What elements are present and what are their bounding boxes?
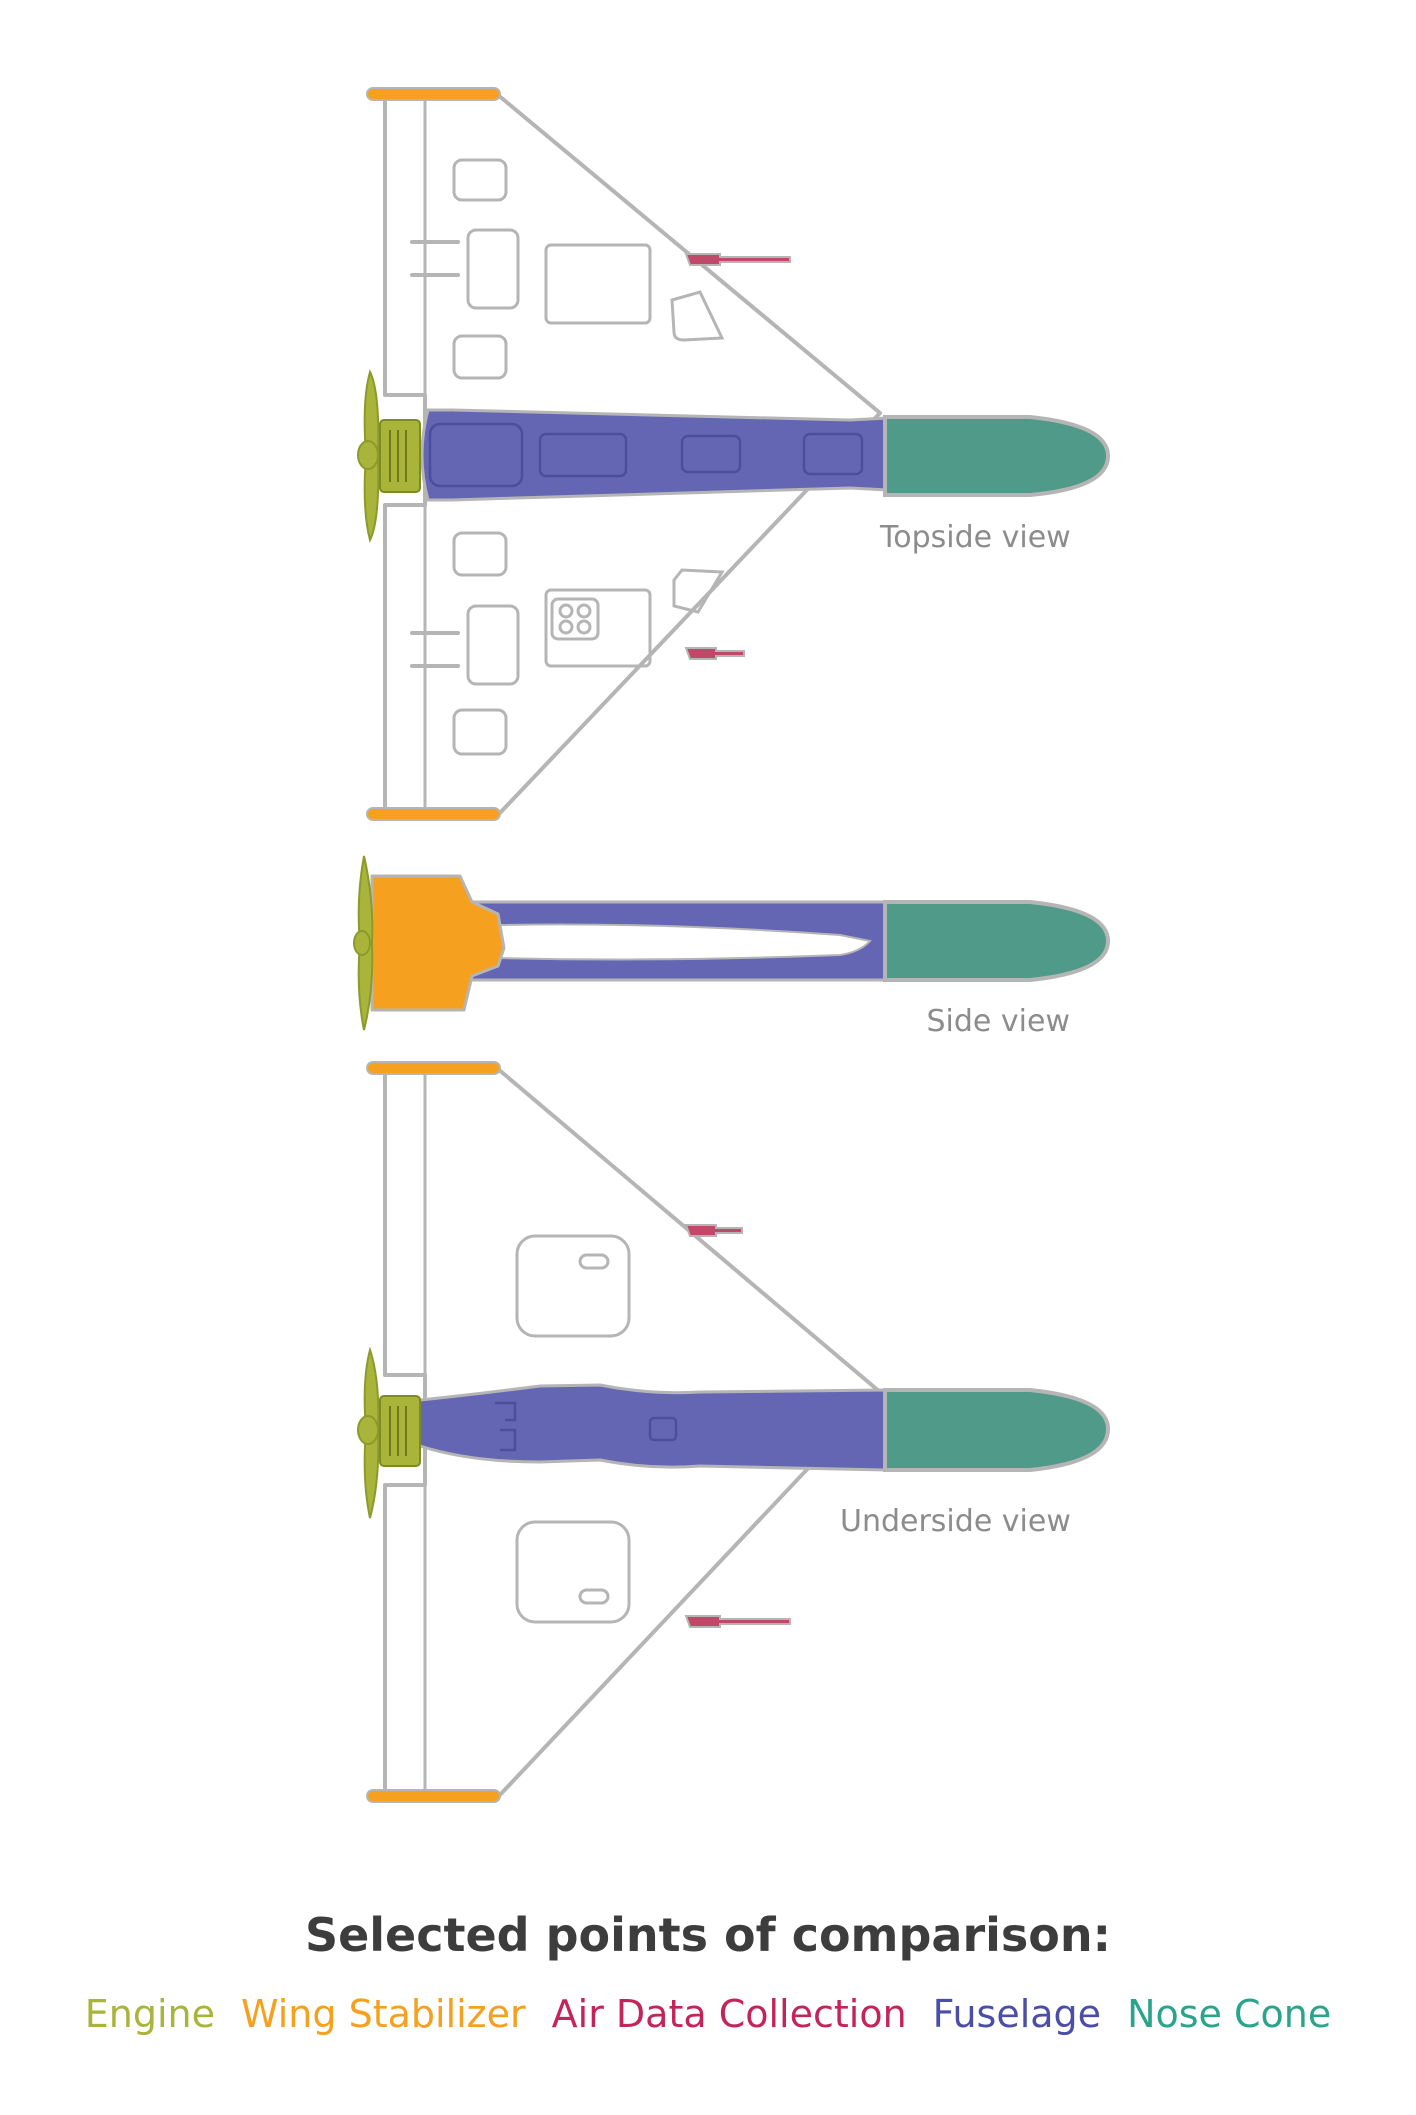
topside-hatch [550, 597, 600, 641]
underside-hatch-latch [578, 1588, 610, 1605]
side-view-label: Side view [926, 1004, 1071, 1039]
side-nose-cone [883, 900, 1111, 982]
topside-hatch-bolt [558, 603, 574, 619]
underside-fuselage-panel [648, 1416, 678, 1442]
side-view [353, 855, 1111, 1031]
topside-panel [544, 243, 652, 325]
underside-nose-cone [883, 1388, 1111, 1472]
topside-panel [466, 228, 520, 310]
topside-propeller-hub [357, 440, 379, 470]
topside-panel [452, 158, 508, 202]
topside-view-label: Topside view [880, 520, 1071, 555]
topside-fuselage-panel [538, 432, 628, 478]
legend-item-fuselage: Fuselage [932, 1992, 1102, 2036]
underside-view-label: Underside view [840, 1504, 1071, 1539]
underside-propeller-hub [357, 1415, 379, 1445]
legend-item-wing-stabilizer: Wing Stabilizer [241, 1992, 526, 2036]
topside-engine [357, 369, 421, 543]
legend: Engine Wing Stabilizer Air Data Collecti… [0, 1992, 1416, 2036]
underside-hatch-bottom [515, 1520, 631, 1624]
topside-hatch-bolt [558, 619, 574, 635]
topside-hatch-bolt [576, 603, 592, 619]
topside-panel [452, 334, 508, 380]
side-wing-stabilizer [370, 874, 506, 1012]
underside-engine-block [379, 1395, 421, 1467]
legend-item-engine: Engine [84, 1992, 215, 2036]
side-propeller-hub [353, 930, 371, 956]
topside-engine-block [379, 419, 421, 493]
topside-air-data-probe-bottom [684, 647, 745, 660]
legend-title: Selected points of comparison: [304, 1908, 1112, 1962]
legend-item-nose-cone: Nose Cone [1127, 1992, 1332, 2036]
underside-hatch-top [515, 1234, 631, 1338]
underside-wing-stabilizer-top [366, 1061, 501, 1075]
topside-fuselage [420, 408, 890, 502]
topside-view [357, 87, 1111, 821]
side-fuselage-cutout [499, 923, 872, 961]
topside-air-data-probe-top [684, 253, 791, 266]
underside-fuselage-panel [500, 1428, 517, 1452]
topside-fuselage-panel [680, 434, 742, 474]
topside-fuselage-panel [428, 422, 524, 488]
underside-wing-stabilizer-bottom [366, 1789, 501, 1803]
underside-air-data-probe-bottom [684, 1615, 791, 1628]
topside-panel [544, 588, 652, 668]
topside-fuselage-panel [802, 432, 864, 476]
topside-hatch-bolt [576, 619, 592, 635]
underside-view [357, 1061, 1111, 1803]
topside-nose-cone [883, 415, 1111, 497]
underside-air-data-probe-top [684, 1224, 743, 1237]
topside-panel [452, 531, 508, 577]
topside-panel [670, 290, 725, 342]
underside-hatch-latch [578, 1253, 610, 1270]
topside-panel [466, 604, 520, 686]
topside-panel [452, 708, 508, 756]
underside-fuselage-panel [495, 1401, 517, 1422]
topside-wing-stabilizer-top [366, 87, 501, 101]
legend-item-air-data-collection: Air Data Collection [551, 1992, 907, 2036]
topside-panel [672, 568, 725, 614]
underside-engine [357, 1346, 421, 1519]
topside-wing-stabilizer-bottom [366, 807, 501, 821]
